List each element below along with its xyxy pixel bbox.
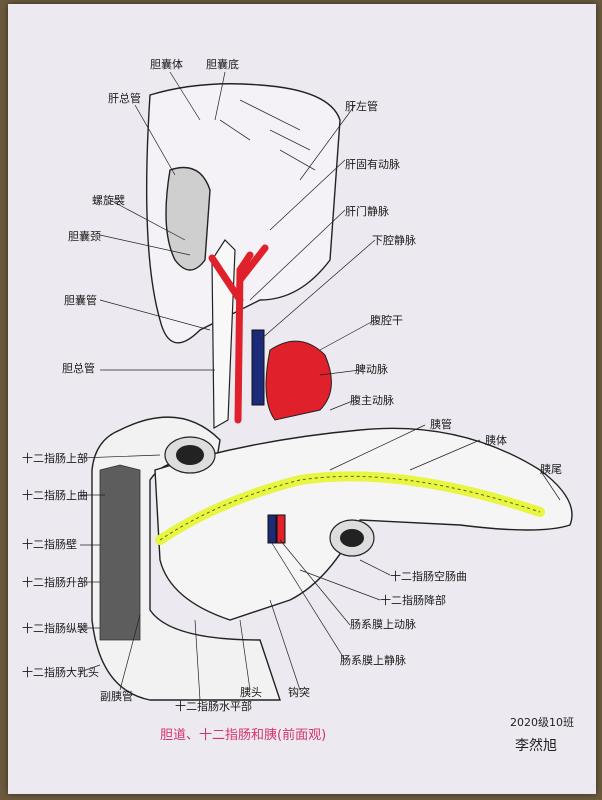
pancreatic-duct-outline — [159, 475, 541, 541]
hepatic-artery — [208, 244, 269, 424]
label-longitudinal-fold: 十二指肠纵襞 — [22, 622, 88, 635]
label-duodenojejunal-flexure: 十二指肠空肠曲 — [390, 570, 467, 583]
hatching-liver — [219, 99, 316, 171]
liver-outline — [145, 83, 341, 344]
label-common-bile-duct: 胆总管 — [62, 362, 95, 375]
label-ivc: 下腔静脉 — [372, 234, 416, 247]
label-splenic-artery: 脾动脉 — [355, 363, 388, 376]
label-pancreas-body: 胰体 — [485, 434, 507, 447]
label-uncinate-process: 钩突 — [288, 686, 310, 699]
jejunal-flexure-inner — [340, 529, 364, 547]
label-cystic-duct: 胆囊管 — [64, 294, 97, 307]
celiac-trunk-vessel — [265, 340, 332, 421]
label-duodenal-wall: 十二指肠壁 — [22, 538, 77, 551]
duodenal-inner-wall — [99, 464, 141, 641]
figure-caption: 胆道、十二指肠和胰(前面观) — [160, 728, 327, 743]
label-ascending-duodenum: 十二指肠升部 — [22, 576, 88, 589]
label-superior-duodenum: 十二指肠上部 — [22, 452, 88, 465]
label-hepatic-duct: 肝总管 — [108, 92, 141, 105]
label-portal-vein: 肝门静脉 — [345, 205, 389, 218]
label-horizontal-duodenum: 十二指肠水平部 — [175, 700, 252, 713]
label-proper-hepatic-artery: 肝固有动脉 — [345, 158, 400, 171]
label-pancreas-head: 胰头 — [240, 686, 262, 699]
label-superior-mesenteric-vein: 肠系膜上静脉 — [340, 654, 406, 667]
sm-vein-vessel — [267, 514, 277, 544]
label-abdominal-aorta: 腹主动脉 — [350, 394, 394, 407]
label-celiac-trunk: 腹腔干 — [370, 314, 403, 327]
label-gallbladder-body: 胆囊体 — [150, 58, 183, 71]
label-major-papilla: 十二指肠大乳头 — [22, 666, 99, 679]
pancreas — [154, 427, 573, 621]
label-pancreas-tail: 胰尾 — [540, 463, 562, 476]
class-info: 2020级10班 — [510, 716, 574, 729]
sm-artery-vessel — [276, 514, 286, 544]
label-descending-duodenum: 十二指肠降部 — [380, 594, 446, 607]
ivc-vessel — [251, 329, 265, 406]
label-superior-duodenal-flexure: 十二指肠上曲 — [22, 489, 88, 502]
gallbladder — [165, 166, 211, 271]
signature: 李然旭 — [515, 738, 557, 754]
duodenum-lumen-inner — [176, 445, 204, 465]
label-gallbladder-fundus: 胆囊底 — [206, 58, 239, 71]
label-gallbladder-neck: 胆囊颈 — [68, 230, 101, 243]
leader-lines — [79, 71, 561, 701]
label-superior-mesenteric-artery: 肠系膜上动脉 — [350, 618, 416, 631]
label-pancreatic-duct: 胰管 — [430, 418, 452, 431]
label-accessory-pancreatic-duct: 副胰管 — [100, 690, 133, 703]
label-spiral-fold: 螺旋襞 — [92, 194, 125, 207]
label-left-hepatic-duct: 肝左管 — [345, 100, 378, 113]
